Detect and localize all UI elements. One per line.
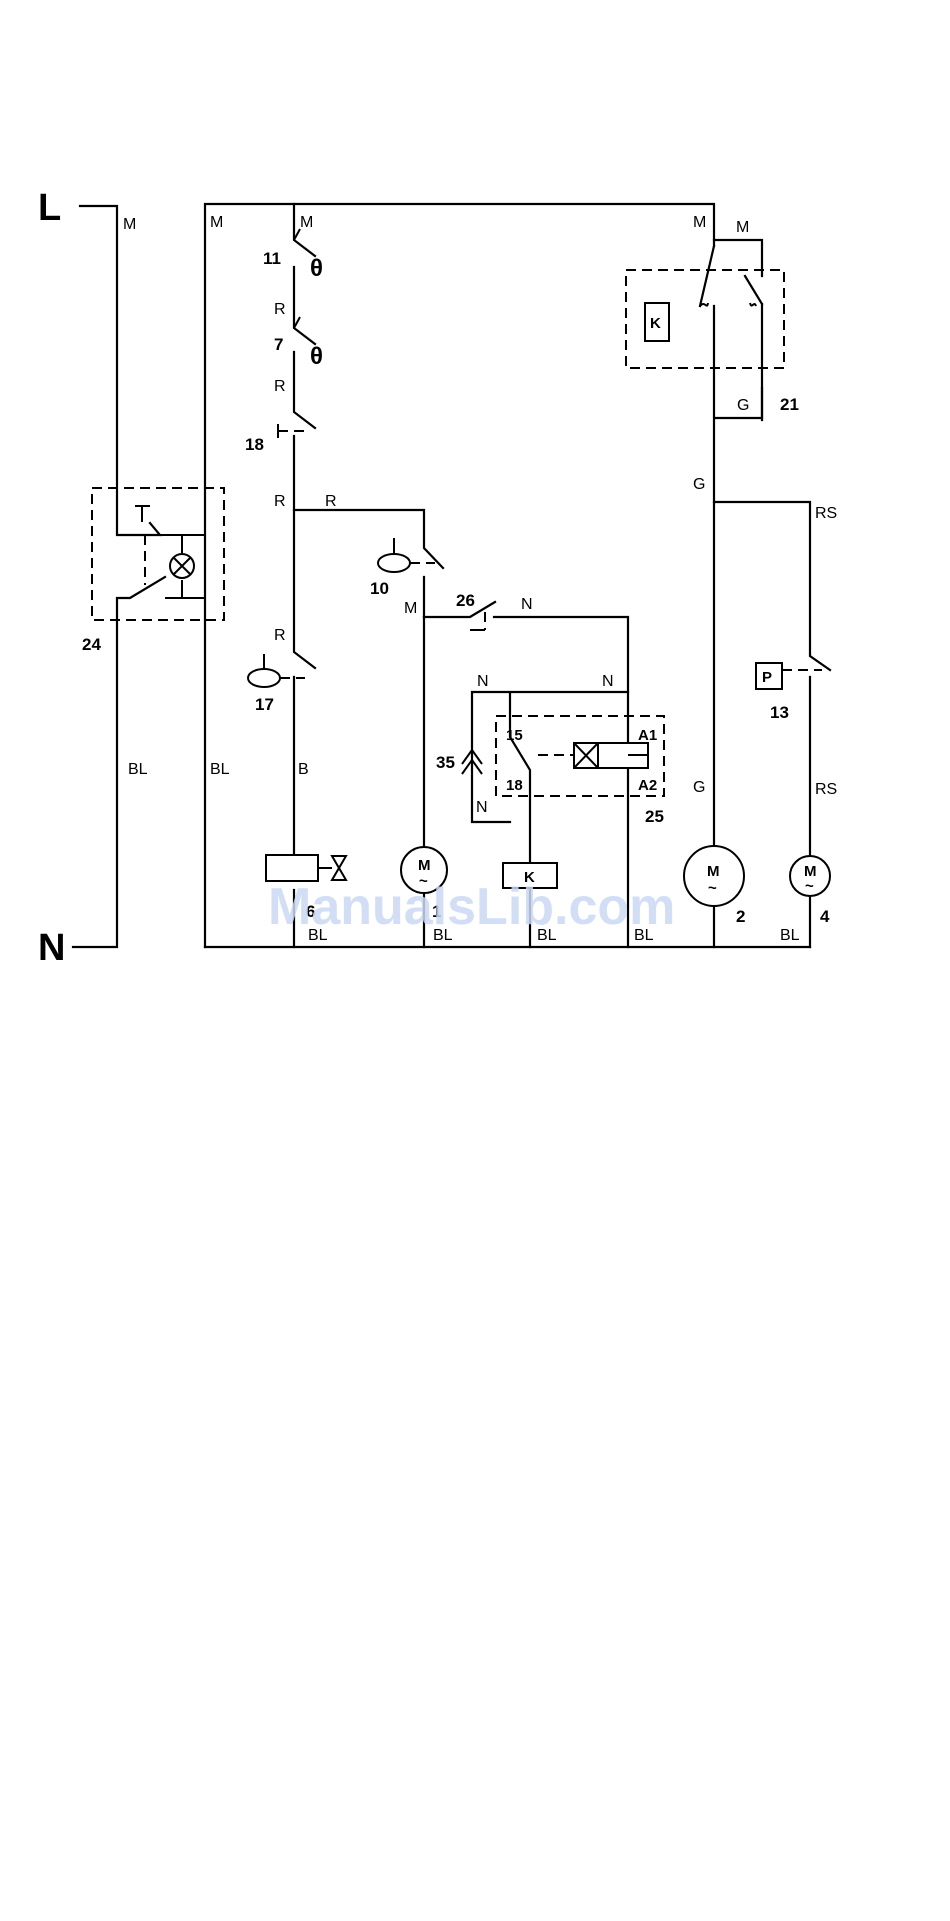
wire-label-m: M [123, 216, 136, 233]
wire-label-g: G [737, 397, 749, 414]
component-number-13: 13 [770, 703, 789, 722]
pressure-p-label: P [762, 669, 772, 686]
float-switch-17 [248, 654, 305, 687]
component-number-4: 4 [820, 907, 830, 926]
timer-pin-a2: A2 [638, 777, 657, 794]
timer-pin-a1: A1 [638, 727, 657, 744]
motor-1-m: M [418, 857, 431, 874]
wire-label-n: N [477, 673, 489, 690]
wire-label-g: G [693, 779, 705, 796]
wire-label-rs: RS [815, 781, 837, 798]
timer-pin-15: 15 [506, 727, 523, 744]
switch-18 [278, 424, 305, 438]
wire-label-r: R [274, 378, 286, 395]
component-number-2: 2 [736, 907, 745, 926]
component-number-11: 11 [263, 249, 281, 268]
wire-label-n: N [476, 799, 488, 816]
wire-label-bl: BL [210, 761, 230, 778]
wire-label-m: M [210, 214, 223, 231]
relay-k-label: K [650, 315, 661, 332]
motor-2-m: M [707, 863, 720, 880]
wire-label-b: B [298, 761, 309, 778]
terminal-l: L [38, 187, 61, 229]
motor-2-ac: ~ [708, 880, 717, 897]
component-number-18: 18 [245, 435, 264, 454]
timer-pin-18: 18 [506, 777, 523, 794]
terminal-n: N [38, 927, 65, 969]
wire-label-r: R [274, 493, 286, 510]
component-number-10: 10 [370, 579, 389, 598]
wire-label-m: M [300, 214, 313, 231]
wire-label-g: G [693, 476, 705, 493]
theta-symbol: θ [310, 343, 323, 370]
wire-label-bl: BL [128, 761, 148, 778]
wire-label-bl: BL [780, 927, 800, 944]
wire-label-n: N [521, 596, 533, 613]
wire-label-m: M [736, 219, 749, 236]
wire-label-r: R [274, 301, 286, 318]
wire-label-r: R [274, 627, 286, 644]
wire-label-rs: RS [815, 505, 837, 522]
wire-label-n: N [602, 673, 614, 690]
component-number-26: 26 [456, 591, 475, 610]
component-number-7: 7 [274, 335, 283, 354]
component-number-25: 25 [645, 807, 664, 826]
component-number-21: 21 [780, 395, 799, 414]
motor-4-ac: ~ [805, 878, 814, 895]
component-number-24: 24 [82, 635, 101, 654]
wire-label-m: M [404, 600, 417, 617]
wires [73, 204, 830, 947]
component-number-17: 17 [255, 695, 274, 714]
wire-label-r: R [325, 493, 337, 510]
component-number-35: 35 [436, 753, 455, 772]
watermark: ManualsLib.com [268, 878, 675, 936]
wire-label-m: M [693, 214, 706, 231]
float-switch-10 [378, 538, 435, 572]
theta-symbol: θ [310, 255, 323, 282]
